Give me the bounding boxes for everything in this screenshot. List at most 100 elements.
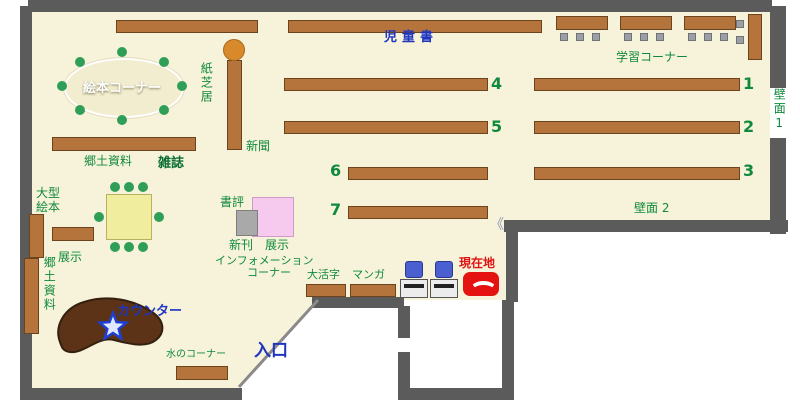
chair-dot-icon [75, 57, 85, 67]
study-chair [576, 33, 584, 41]
vestibule-wall-right [502, 300, 514, 400]
local-materials-vertical-label: 郷土資料 [42, 256, 57, 312]
chair-dot-icon [159, 105, 169, 115]
checkout-machine [400, 279, 428, 298]
picture-book-corner-label: 絵本コーナー [82, 81, 161, 96]
bookshelf-5 [284, 121, 488, 134]
chair-dot-icon [75, 105, 85, 115]
wall-center-vertical [506, 228, 518, 302]
picture-book-shelf [52, 137, 196, 151]
chair-dot-icon [117, 47, 127, 57]
study-chair [688, 33, 696, 41]
shelf-number-4: 4 [491, 74, 503, 93]
large-picture-books-label: 大型絵本 [36, 186, 61, 215]
wall-top [28, 0, 772, 12]
star-icon [96, 309, 130, 342]
bookshelf-6 [348, 167, 488, 180]
counter-label: カウンター [117, 304, 183, 319]
study-chair [736, 36, 744, 44]
kamishibai-shelf [227, 60, 242, 150]
current-location-label: 現在地 [459, 256, 496, 270]
display-label-left: 展示 [58, 250, 83, 264]
wall-bottom-left [20, 388, 242, 400]
display-shelf [52, 227, 94, 241]
chair-dot-icon [138, 242, 148, 252]
bookshelf-4 [284, 78, 488, 91]
information-corner-label: コーナー [247, 266, 291, 279]
local-materials-label: 郷土資料 [84, 154, 133, 168]
kamishibai-stool-icon [223, 39, 245, 61]
chair-dot-icon [138, 182, 148, 192]
wall-shelf-top-center [288, 20, 542, 33]
bookshelf-3 [534, 167, 740, 180]
kamishibai-label: 紙芝居 [199, 62, 214, 104]
checkout-screen [405, 261, 423, 278]
water-corner-shelf [176, 366, 228, 380]
study-chair [624, 33, 632, 41]
shelf-number-5: 5 [491, 117, 503, 136]
shelf-number-7: 7 [330, 200, 342, 219]
chair-dot-icon [117, 115, 127, 125]
large-print-label: 大活字 [307, 268, 340, 281]
manga-shelf [350, 284, 396, 297]
wall-shelf-top-left [116, 20, 258, 33]
wall-right-lower [770, 138, 786, 234]
study-desk [620, 16, 672, 30]
study-chair [736, 20, 744, 28]
chair-dot-icon [110, 242, 120, 252]
children-books-label: 児童書 [384, 30, 439, 45]
machine-slot [404, 284, 424, 288]
water-corner-label: 水のコーナー [166, 349, 226, 360]
shelf-number-1: 1 [743, 74, 755, 93]
display-label-center: 展示 [265, 238, 290, 252]
bookshelf-7 [348, 206, 488, 219]
study-chair [656, 33, 664, 41]
new-arrivals-display-table [252, 197, 294, 237]
study-chair [704, 33, 712, 41]
wall-center-bottom [312, 297, 404, 308]
study-desk [556, 16, 608, 30]
door-mark-icon: 《 [490, 217, 504, 233]
magazines-label: 雑誌 [158, 156, 185, 171]
wall-right-upper [770, 6, 786, 88]
wall-2-label: 壁面 2 [634, 201, 670, 215]
study-corner-label: 学習コーナー [616, 50, 689, 64]
current-location-marker [463, 272, 499, 296]
shelf-number-6: 6 [330, 161, 342, 180]
chair-dot-icon [94, 212, 104, 222]
entrance-diagonal-wall [237, 298, 320, 389]
vestibule-wall-bottom [398, 388, 514, 400]
bookshelf-2 [534, 121, 740, 134]
shelf-number-3: 3 [743, 161, 755, 180]
chair-dot-icon [177, 81, 187, 91]
large-print-shelf [306, 284, 346, 297]
manga-label: マンガ [352, 268, 385, 281]
machine-slot [434, 284, 454, 288]
marker-arc [470, 281, 497, 299]
new-arrivals-label: 新刊 [229, 238, 254, 252]
chair-dot-icon [159, 57, 169, 67]
local-materials-shelf [24, 258, 39, 334]
wall-bottom-right [504, 220, 788, 232]
checkout-machine [430, 279, 458, 298]
study-chair [560, 33, 568, 41]
shelf-number-2: 2 [743, 117, 755, 136]
study-chair [720, 33, 728, 41]
chair-dot-icon [124, 242, 134, 252]
study-chair [640, 33, 648, 41]
chair-dot-icon [110, 182, 120, 192]
wall-1-label: 壁面1 [772, 88, 787, 132]
entrance-label: 入口 [254, 341, 288, 361]
study-chair [592, 33, 600, 41]
large-picture-book-shelf [29, 214, 44, 258]
bookshelf-1 [534, 78, 740, 91]
information-label: インフォメーション [215, 254, 314, 267]
display-stand [236, 210, 258, 236]
chair-dot-icon [124, 182, 134, 192]
study-desk [684, 16, 736, 30]
chair-dot-icon [57, 81, 67, 91]
study-desk-vertical [748, 14, 762, 60]
checkout-screen [435, 261, 453, 278]
